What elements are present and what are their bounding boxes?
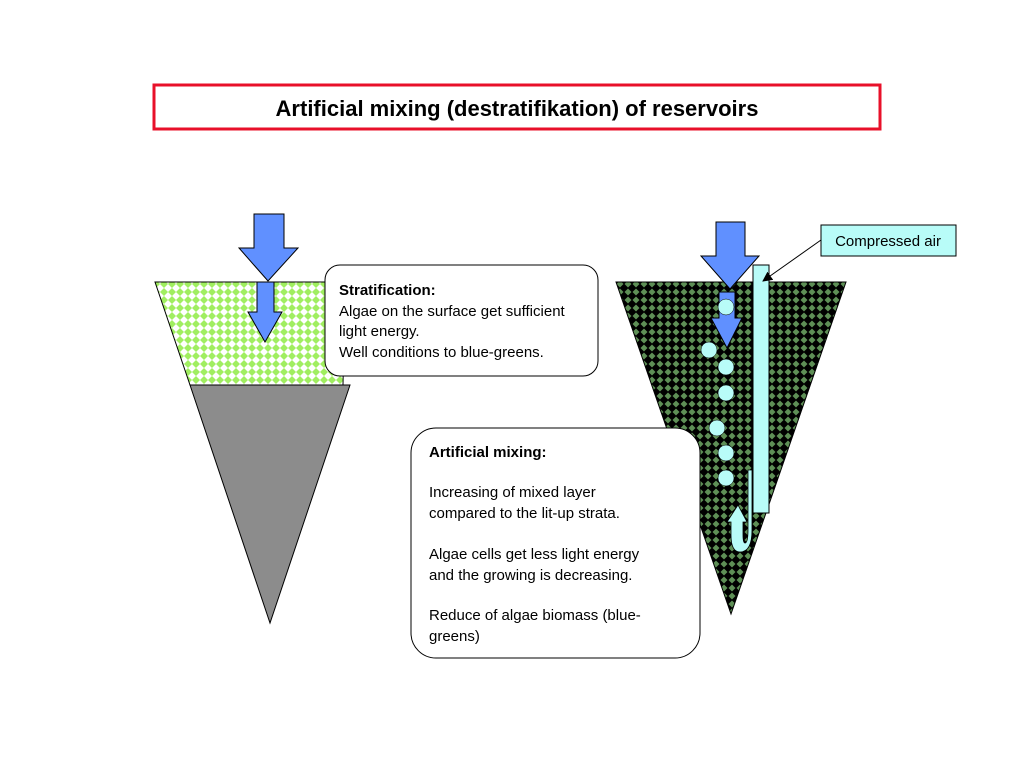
title-box: Artificial mixing (destratifikation) of … (152, 83, 882, 131)
mixing-line: Reduce of algae biomass (blue- (429, 607, 641, 624)
stratified-reservoir (154, 213, 351, 625)
callout-arrow (762, 239, 822, 282)
hypolimnion-layer (189, 384, 351, 625)
mixing-heading: Artificial mixing: (429, 444, 547, 461)
stratification-line: Well conditions to blue-greens. (339, 344, 544, 361)
bubble (717, 384, 735, 402)
stratification-line: Algae on the surface get sufficient (339, 303, 566, 320)
bubble (717, 469, 735, 487)
epilimnion-layer (154, 281, 346, 386)
bubble (717, 358, 735, 376)
air-bubbles (700, 298, 735, 487)
stratification-line: light energy. (339, 323, 420, 340)
mixing-line: Algae cells get less light energy (429, 546, 640, 563)
mixing-line: Increasing of mixed layer (429, 484, 596, 501)
mixed-reservoir (615, 221, 847, 616)
bubble (717, 444, 735, 462)
bubble (708, 419, 726, 437)
compressed-air-callout: Compressed air (762, 224, 957, 282)
bubble (700, 341, 718, 359)
mixing-line: compared to the lit-up strata. (429, 505, 620, 522)
air-pipe (752, 264, 770, 514)
circulation-arrow-icon (726, 469, 753, 553)
page-title: Artificial mixing (destratifikation) of … (276, 96, 759, 121)
stratification-textbox: Stratification: Algae on the surface get… (324, 264, 599, 377)
mixing-line: greens) (429, 628, 480, 645)
stratification-heading: Stratification: (339, 282, 436, 299)
mixing-textbox: Artificial mixing: Increasing of mixed l… (410, 427, 701, 659)
light-arrow-large (699, 221, 761, 290)
light-arrow-small (710, 291, 743, 350)
callout-label: Compressed air (835, 233, 941, 250)
mixing-line: and the growing is decreasing. (429, 567, 632, 584)
light-arrow-large (237, 213, 300, 282)
light-arrow-small (247, 281, 283, 344)
bubble (717, 298, 735, 316)
